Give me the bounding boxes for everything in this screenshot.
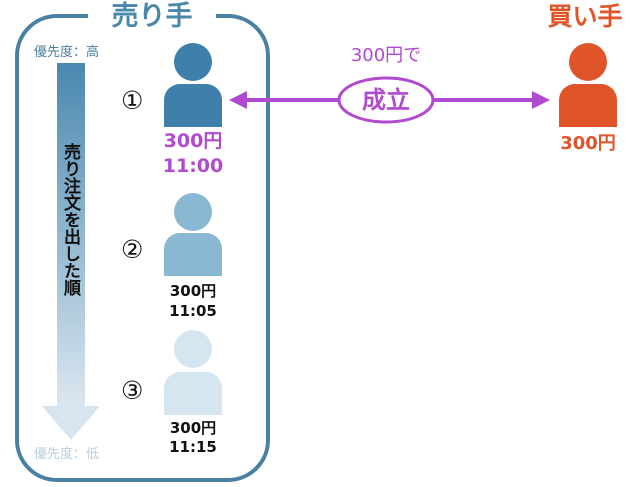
buyer-title: 買い手	[540, 0, 630, 34]
order-sequence-label: 売り注文を出した順	[60, 143, 80, 296]
order-number-2: ②	[121, 235, 144, 264]
priority-arrow-shaft	[57, 63, 85, 408]
seller-1-price: 300円	[163, 130, 223, 152]
seller-title: 売り手	[88, 0, 216, 34]
seller-3-person-icon-body	[164, 372, 222, 415]
seller-2-price: 300円	[169, 282, 217, 300]
seller-2-order: 300円 11:05	[148, 281, 238, 321]
match-label: 成立	[362, 86, 410, 114]
seller-2-person-icon-body	[164, 233, 222, 276]
priority-high-label: 優先度：高	[34, 45, 100, 60]
seller-1-order: 300円 11:00	[148, 129, 238, 179]
seller-3-person-icon-head	[174, 330, 212, 368]
order-number-1: ①	[121, 86, 144, 115]
seller-3-price: 300円	[169, 419, 217, 437]
priority-low-label: 優先度：低	[34, 447, 100, 462]
buyer-person-icon-head	[569, 43, 607, 81]
buyer-price: 300円	[560, 133, 616, 154]
seller-1-person-icon-body	[164, 84, 222, 127]
seller-1-person-icon-head	[174, 43, 212, 81]
match-caption: 300円で	[350, 45, 422, 66]
buyer-person-icon-body	[559, 84, 617, 127]
arrowhead-left-icon	[229, 91, 247, 109]
seller-3-order: 300円 11:15	[148, 419, 238, 457]
seller-2-person-icon-head	[174, 193, 212, 231]
seller-1-time: 11:00	[162, 155, 224, 177]
priority-arrow-head	[42, 406, 100, 440]
seller-2-time: 11:05	[169, 302, 217, 320]
arrowhead-right-icon	[532, 91, 550, 109]
order-number-3: ③	[121, 376, 144, 405]
seller-3-time: 11:15	[169, 438, 217, 456]
match-ellipse	[337, 76, 435, 124]
